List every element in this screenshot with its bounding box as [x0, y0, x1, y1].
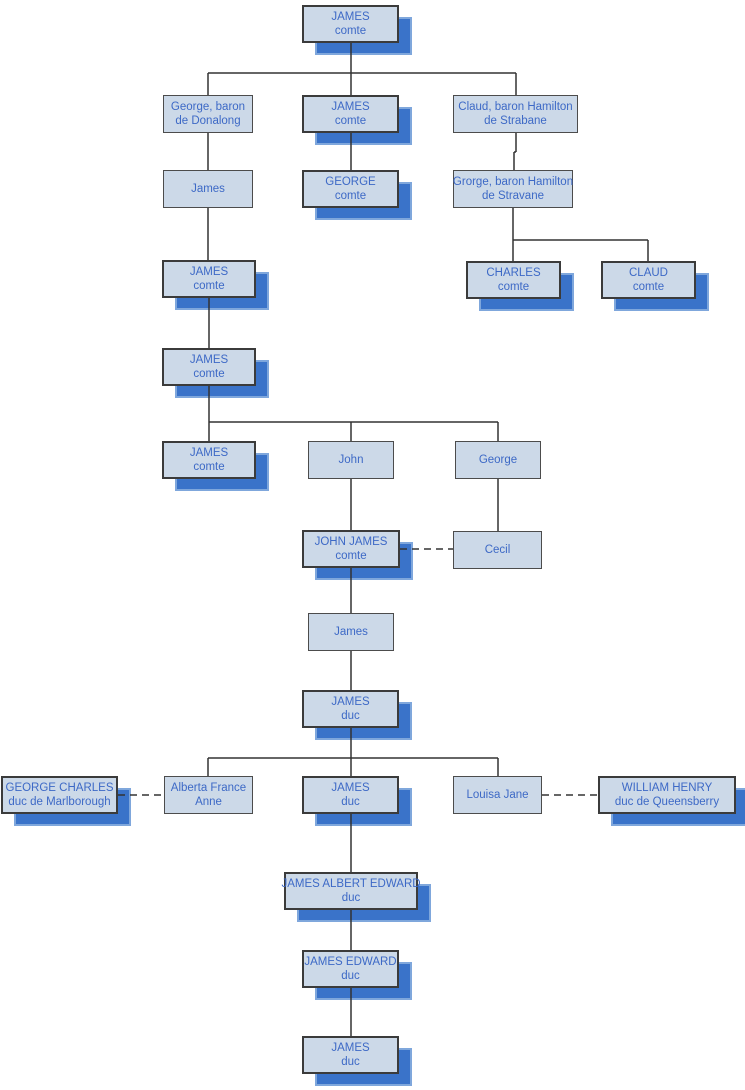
tree-node-james-1[interactable]: James [163, 170, 253, 208]
node-name-label: GEORGE [325, 176, 376, 188]
node-name-label: JAMES [189, 354, 229, 366]
tree-node-james-comte-5[interactable]: JAMES comte [162, 441, 256, 479]
tree-node-james-duc-3[interactable]: JAMES duc [302, 1036, 399, 1074]
tree-node-charles-comte[interactable]: CHARLES comte [466, 261, 561, 299]
tree-node-james-comte-2[interactable]: JAMES comte [302, 95, 399, 133]
tree-node-george-charles-duc[interactable]: GEORGE CHARLES duc de Marlborough [1, 776, 118, 814]
node-title-label: comte [193, 368, 225, 380]
node-title-label: duc [341, 710, 360, 722]
node-title-label: duc [341, 796, 360, 808]
node-name-label: JAMES [331, 696, 370, 708]
node-title-label: comte [193, 280, 225, 292]
node-title-label: de Donalong [175, 115, 241, 127]
node-name-label: WILLIAM HENRY [621, 782, 713, 794]
node-name-label: JAMES [189, 266, 229, 278]
tree-node-james-duc-1[interactable]: JAMES duc [302, 690, 399, 728]
node-title-label: comte [334, 190, 367, 202]
node-name-label: John [338, 454, 364, 466]
node-title-label: de Strabane [484, 115, 547, 127]
tree-node-james-comte-4[interactable]: JAMES comte [162, 348, 256, 386]
tree-node-grorge-baron-stravane[interactable]: Grorge, baron Hamilton de Stravane [453, 170, 573, 208]
node-name-label: JAMES EDWARD [304, 956, 397, 968]
node-title-label: duc [341, 970, 360, 982]
node-name-label: Alberta France [170, 782, 247, 794]
node-name-label: George [478, 454, 518, 466]
tree-node-george-baron-donalong[interactable]: George, baron de Donalong [163, 95, 253, 133]
node-name-label: Claud, baron Hamilton [458, 101, 573, 113]
tree-node-cecil[interactable]: Cecil [453, 531, 542, 569]
tree-node-james-edward-duc[interactable]: JAMES EDWARD duc [302, 950, 399, 988]
node-name-label: JAMES [189, 447, 229, 459]
node-name-label: CLAUD [629, 267, 668, 279]
node-name-label: JOHN JAMES [314, 536, 388, 548]
node-name-label: Cecil [484, 544, 511, 556]
node-title-label: duc [341, 892, 361, 904]
node-title-label: comte [335, 550, 367, 562]
tree-node-james-comte-3[interactable]: JAMES comte [162, 260, 256, 298]
node-title-label: de Stravane [481, 190, 544, 202]
tree-node-james-duc-2[interactable]: JAMES duc [302, 776, 399, 814]
node-name-label: George, baron [170, 101, 246, 113]
tree-node-george-comte[interactable]: GEORGE comte [302, 170, 399, 208]
tree-node-william-henry-duc[interactable]: WILLIAM HENRY duc de Queensberry [598, 776, 736, 814]
tree-node-james-comte-1[interactable]: JAMES comte [302, 5, 399, 43]
node-title-label: duc de Queensberry [614, 796, 720, 808]
node-name-label: Grorge, baron Hamilton [452, 176, 574, 188]
tree-node-john-james-comte[interactable]: JOHN JAMES comte [302, 530, 400, 568]
tree-node-george-1[interactable]: George [455, 441, 541, 479]
tree-node-james-2[interactable]: James [308, 613, 394, 651]
node-name-label: James [334, 626, 368, 638]
node-title-label: comte [497, 281, 530, 293]
node-name-label: JAMES [331, 11, 370, 23]
node-name-label: GEORGE CHARLES [5, 782, 114, 794]
node-title-label: duc de Marlborough [8, 796, 111, 808]
node-title-label: Anne [195, 796, 222, 808]
node-name-label: JAMES [331, 782, 370, 794]
tree-node-claud-comte[interactable]: CLAUD comte [601, 261, 696, 299]
tree-node-claud-baron-strabane[interactable]: Claud, baron Hamilton de Strabane [453, 95, 578, 133]
node-name-label: JAMES [331, 1042, 370, 1054]
tree-node-john[interactable]: John [308, 441, 394, 479]
node-name-label: JAMES ALBERT EDWARD [281, 878, 421, 890]
tree-node-james-albert-edward-duc[interactable]: JAMES ALBERT EDWARD duc [281, 872, 421, 910]
node-name-label: Louisa Jane [466, 789, 529, 801]
node-name-label: CHARLES [486, 267, 541, 279]
node-name-label: James [191, 183, 225, 195]
node-title-label: comte [334, 115, 367, 127]
node-name-label: JAMES [331, 101, 370, 113]
tree-node-louisa-jane[interactable]: Louisa Jane [453, 776, 542, 814]
node-title-label: comte [632, 281, 665, 293]
node-title-label: comte [334, 25, 367, 37]
node-title-label: duc [341, 1056, 360, 1068]
node-title-label: comte [193, 461, 225, 473]
